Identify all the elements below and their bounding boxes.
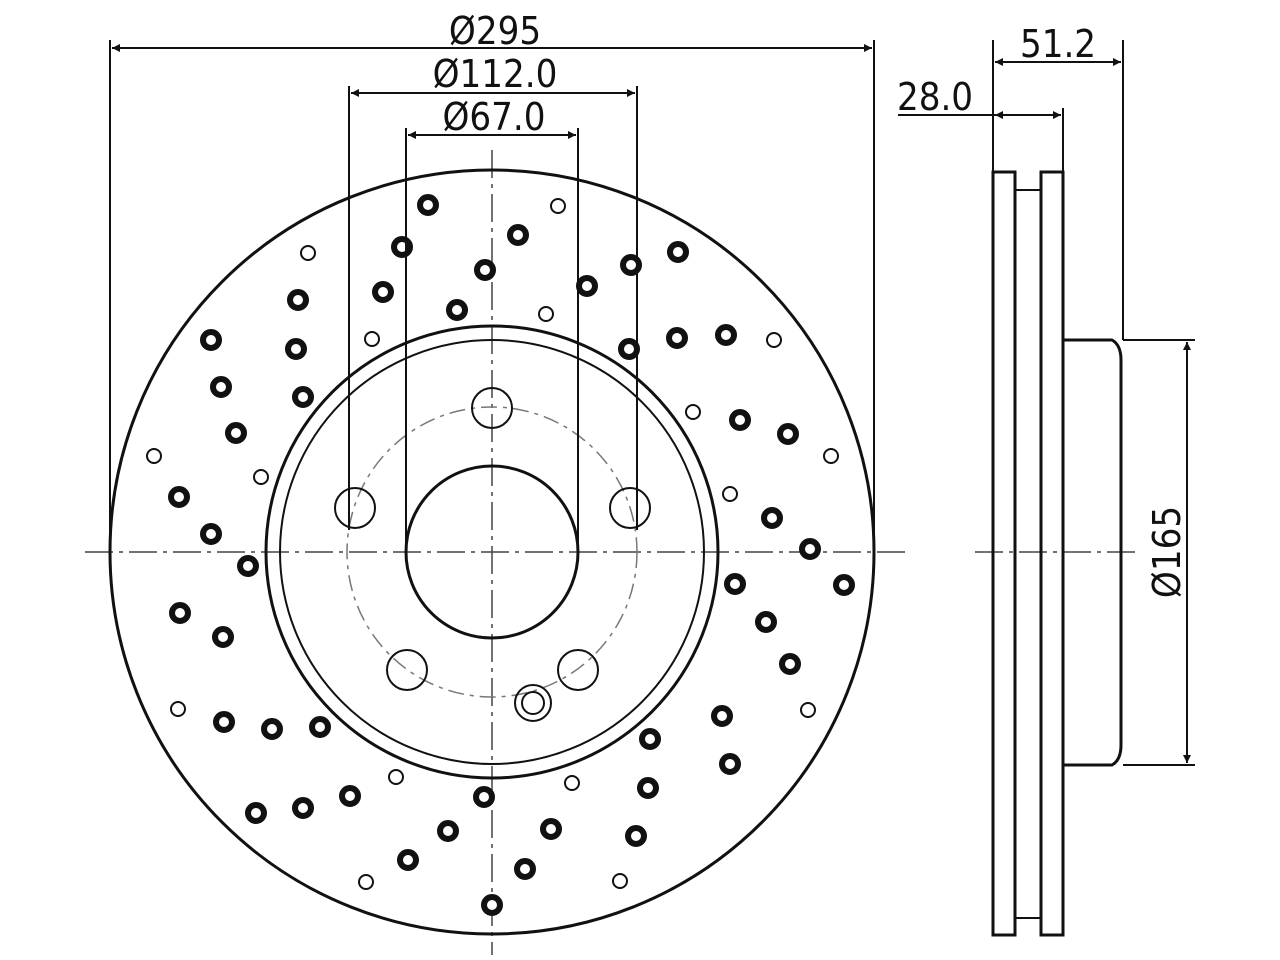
drilled-hole [200,523,222,545]
drilled-hole [210,376,232,398]
drilled-hole [779,653,801,675]
drilled-hole [667,241,689,263]
blind-hole [358,874,374,890]
front-view [85,150,905,955]
blind-hole [564,775,580,791]
drilled-hole [339,785,361,807]
bolt-circle-pcd [346,406,638,698]
center-bore-label: Ø67.0 [443,95,546,139]
hat-outer-edge [264,324,720,780]
drilled-hole [417,194,439,216]
drilled-hole [618,338,640,360]
blind-hole [685,404,701,420]
drilled-hole [237,555,259,577]
hat-inner-edge [279,339,705,765]
blind-hole [722,486,738,502]
blind-hole [612,873,628,889]
drilled-hole [372,281,394,303]
drilled-hole [755,611,777,633]
drilled-hole [474,259,496,281]
drilled-hole [576,275,598,297]
hat-profile [1063,338,1123,767]
drilled-hole [620,254,642,276]
drilled-hole [540,818,562,840]
drilled-hole [168,486,190,508]
bolt-circle-label: Ø112.0 [433,52,558,96]
outer-diameter-label: Ø295 [449,9,541,53]
drilled-hole [514,858,536,880]
drilled-hole [715,324,737,346]
cross-drilled-holes [146,194,855,916]
blind-hole [800,702,816,718]
drilled-hole [225,422,247,444]
drilled-hole [292,797,314,819]
outer-friction-plate [991,170,1017,937]
blind-hole [364,331,380,347]
side-view [975,170,1135,937]
drilled-hole [639,728,661,750]
drilled-hole [637,777,659,799]
drilled-hole [213,711,235,733]
blind-hole [170,701,186,717]
bolt-holes [334,387,651,691]
drilled-hole [169,602,191,624]
hat-diameter-label: Ø165 [1145,506,1189,598]
thickness-label: 28.0 [897,75,973,119]
drilled-hole [212,626,234,648]
bolt-hole [334,487,376,529]
blind-hole [146,448,162,464]
blind-hole [388,769,404,785]
drilled-hole [724,573,746,595]
drilled-hole [711,705,733,727]
drilled-hole [391,236,413,258]
drilled-hole [799,538,821,560]
drilled-hole [245,802,267,824]
blind-hole [253,469,269,485]
side-dimensions: 51.2 28.0 Ø165 [897,22,1195,766]
blind-hole [300,245,316,261]
drilled-hole [446,299,468,321]
blind-hole [538,306,554,322]
drilled-hole [261,718,283,740]
drilled-hole [719,753,741,775]
front-dimensions: Ø295 Ø112.0 Ø67.0 [109,9,875,552]
drilled-hole [777,423,799,445]
drilled-hole [666,327,688,349]
total-height-label: 51.2 [1020,22,1096,66]
drilled-hole [397,849,419,871]
drilled-hole [200,329,222,351]
drilled-hole [292,386,314,408]
drilled-hole [761,507,783,529]
bolt-hole [557,649,599,691]
locating-screw-hole-outer [514,684,552,722]
bolt-hole [386,649,428,691]
drilled-hole [481,894,503,916]
drilled-hole [625,825,647,847]
drilled-hole [437,820,459,842]
drilled-hole [507,224,529,246]
blind-hole [823,448,839,464]
drilled-hole [285,338,307,360]
drilled-hole [833,574,855,596]
blind-hole [550,198,566,214]
drilled-hole [729,409,751,431]
inner-friction-plate [1039,170,1065,937]
bolt-hole [609,487,651,529]
drilled-hole [287,289,309,311]
locating-screw-hole-inner [521,691,545,715]
bolt-hole [471,387,513,429]
drilled-hole [473,786,495,808]
blind-hole [766,332,782,348]
drilled-hole [309,716,331,738]
